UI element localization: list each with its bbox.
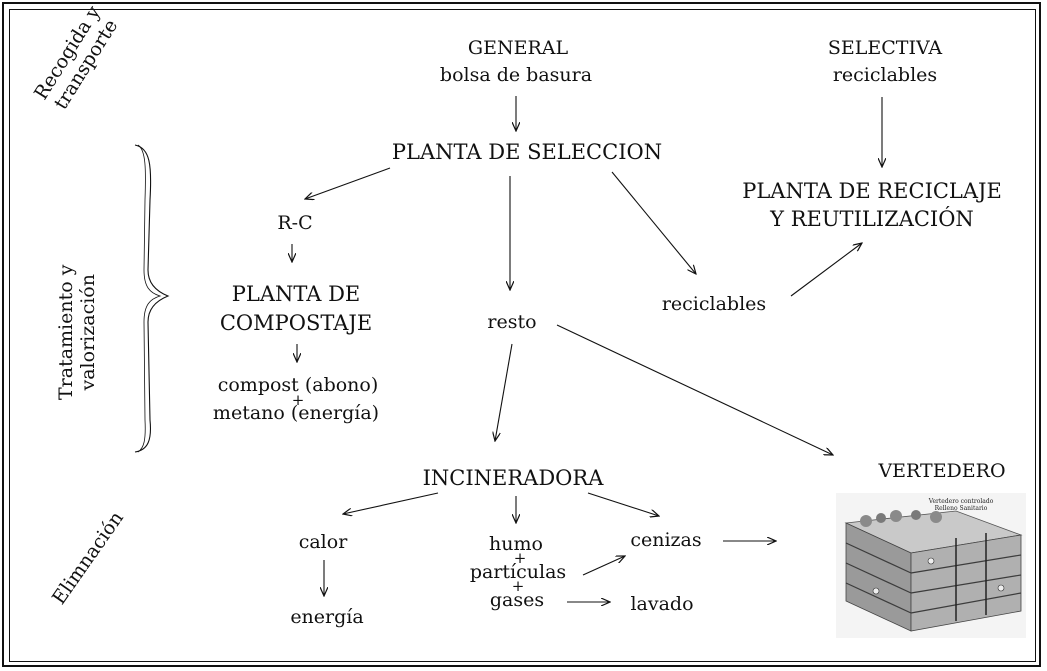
node-rc: R-C — [277, 212, 313, 234]
arrow-incineradora-calor — [343, 492, 439, 514]
node-particulas: partículas — [469, 561, 567, 583]
node-vertedero: VERTEDERO — [878, 460, 1006, 482]
node-resto: resto — [487, 311, 537, 333]
node-planta-reciclaje-line1: PLANTA DE RECICLAJE — [742, 179, 1002, 203]
arrow-incineradora-cenizas — [587, 492, 659, 516]
node-selectiva-sub: reciclables — [832, 64, 938, 86]
node-cenizas: cenizas — [630, 529, 702, 551]
inner-border — [9, 9, 1036, 662]
node-energia: energía — [290, 606, 364, 628]
landfill-title-2: Relleno Sanitario — [935, 505, 988, 512]
plus-humo-particulas: + — [513, 549, 527, 567]
node-gases: gases — [489, 589, 545, 611]
arrow-seleccion-reciclables — [611, 171, 696, 274]
node-humo: humo — [489, 533, 543, 555]
arrow-reciclables-reciclaje — [790, 243, 862, 297]
arrow-resto-vertedero — [556, 324, 833, 455]
plus-compost-metano: + — [291, 391, 305, 409]
node-compost: compost (abono) — [217, 374, 379, 396]
landfill-title-1: Vertedero controlado — [928, 498, 994, 505]
node-incineradora: INCINERADORA — [422, 466, 604, 490]
landfill-drawing: Vertedero controlado Relleno Sanitario — [836, 493, 1026, 638]
treatment-brace — [134, 144, 170, 453]
arrow-particulas-cenizas — [582, 556, 625, 576]
node-planta-seleccion: PLANTA DE SELECCION — [391, 140, 663, 164]
node-general: GENERAL — [467, 37, 569, 59]
node-calor: calor — [298, 531, 348, 553]
node-reciclables: reciclables — [661, 293, 767, 315]
node-metano: metano (energía) — [212, 402, 380, 424]
node-selectiva: SELECTIVA — [827, 37, 943, 59]
node-planta-compostaje-line2: COMPOSTAJE — [219, 311, 373, 335]
node-lavado: lavado — [630, 593, 694, 615]
arrow-seleccion-rc — [305, 167, 391, 199]
node-planta-compostaje-line1: PLANTA DE — [231, 282, 361, 306]
arrow-resto-incineradora — [495, 343, 513, 441]
landfill-illustration: Vertedero controlado Relleno Sanitario — [836, 493, 1026, 638]
node-general-sub: bolsa de basura — [439, 64, 593, 86]
plus-particulas-gases: + — [511, 577, 525, 595]
node-planta-reciclaje-line2: Y REUTILIZACIÓN — [770, 207, 974, 231]
